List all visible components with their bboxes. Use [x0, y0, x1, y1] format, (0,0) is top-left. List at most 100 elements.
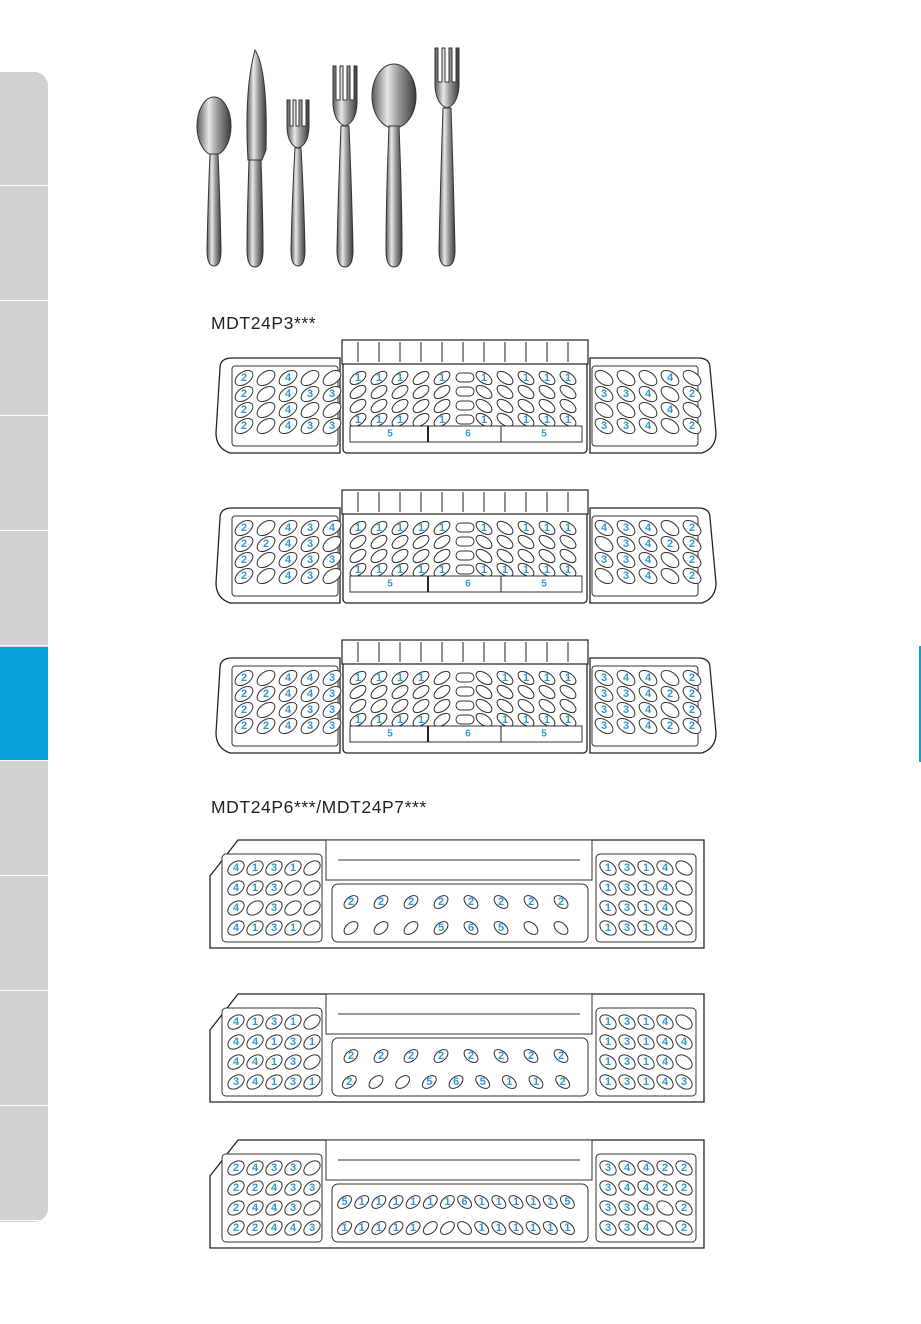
basket-slot [675, 1180, 693, 1196]
slot-number: 4 [252, 1036, 259, 1048]
basket-slot [675, 1160, 693, 1176]
slot-number: 3 [309, 1222, 315, 1234]
basket-slot [300, 701, 320, 719]
slot-number: 2 [438, 896, 444, 908]
basket-slot [616, 669, 636, 687]
basket-slot [234, 551, 254, 569]
basket-slot [538, 520, 556, 536]
slot-number: 1 [605, 902, 611, 914]
chapter-tab[interactable] [0, 992, 48, 1106]
basket-slot [496, 534, 514, 550]
basket-slot [370, 712, 388, 728]
basket-slot [349, 548, 367, 564]
basket-slot [303, 900, 321, 916]
basket-slot [391, 412, 409, 428]
slot-number: 1 [376, 414, 382, 426]
basket-slot [475, 712, 493, 728]
chapter-tab[interactable] [0, 302, 48, 416]
basket-slot [421, 1075, 437, 1089]
chapter-tab[interactable] [0, 1107, 48, 1221]
chapter-tab[interactable] [0, 877, 48, 991]
basket-slot [675, 1054, 693, 1070]
slot-number: 3 [329, 672, 335, 684]
basket-slot [618, 900, 636, 916]
basket-slot [412, 398, 430, 414]
slot-number: 3 [624, 1016, 630, 1028]
basket-slot [517, 398, 535, 414]
basket-slot [246, 1014, 264, 1030]
left-panel [221, 1007, 323, 1097]
chapter-tab[interactable] [0, 72, 48, 186]
basket-slot [682, 669, 702, 687]
basket-slot [246, 1180, 264, 1196]
slot-number: 2 [528, 1050, 534, 1062]
compartment-number: 5 [387, 429, 393, 440]
slot-number: 1 [523, 522, 529, 534]
slot-number: 4 [252, 1056, 259, 1068]
basket-slot [618, 1054, 636, 1070]
chapter-tab[interactable] [0, 532, 48, 646]
slot-number: 1 [643, 1056, 649, 1068]
basket-slot [322, 701, 342, 719]
basket-slot [682, 369, 702, 387]
basket-slot [322, 669, 342, 687]
basket-slot [391, 684, 409, 700]
slot-number: 5 [498, 922, 504, 934]
slot-number: 1 [479, 1196, 485, 1208]
basket-slot [391, 520, 409, 536]
slot-number: 1 [290, 922, 296, 934]
basket-slot [370, 520, 388, 536]
slot-number: 3 [307, 420, 313, 432]
basket-slot [599, 900, 617, 916]
center-divider-slot [455, 700, 475, 711]
slot-number: 3 [601, 388, 607, 400]
chapter-tab[interactable] [0, 647, 48, 761]
chapter-tab[interactable] [0, 187, 48, 301]
chapter-tab[interactable] [0, 417, 48, 531]
basket-slot [656, 1074, 674, 1090]
slot-number: 1 [271, 1056, 277, 1068]
basket-slot [618, 860, 636, 876]
basket-slot [538, 384, 556, 400]
basket-slot [637, 900, 655, 916]
basket-slot [493, 895, 509, 909]
basket-slot [303, 880, 321, 896]
slot-number: 3 [271, 922, 277, 934]
basket-slot [373, 895, 389, 909]
basket-slot [256, 385, 276, 403]
basket-slot [246, 900, 264, 916]
slot-number: 3 [624, 922, 630, 934]
slot-number: 1 [565, 372, 571, 384]
slot-number: 3 [601, 672, 607, 684]
basket-slot [637, 1180, 655, 1196]
basket-slot [256, 701, 276, 719]
slot-number: 1 [376, 1222, 382, 1234]
slot-number: 3 [623, 570, 629, 582]
basket-slot [343, 921, 359, 935]
basket-slot [370, 684, 388, 700]
basket-slot [256, 417, 276, 435]
slot-number: 1 [544, 714, 550, 726]
basket-slot [538, 548, 556, 564]
slot-number: 2 [241, 388, 247, 400]
basket-slot [638, 701, 658, 719]
slot-number: 1 [397, 564, 403, 576]
slot-number: 1 [444, 1196, 450, 1208]
basket-slot [234, 717, 254, 735]
basket-slot [227, 1014, 245, 1030]
chapter-tabs [0, 72, 48, 1222]
basket-slot [496, 684, 514, 700]
slot-number: 4 [233, 882, 240, 894]
basket-slot [433, 520, 451, 536]
basket-slot [638, 519, 658, 537]
slot-number: 1 [410, 1196, 416, 1208]
slot-number: 3 [307, 570, 313, 582]
basket-slot [300, 369, 320, 387]
basket-slot [370, 370, 388, 386]
slot-number: 3 [605, 1162, 611, 1174]
slot-number: 3 [624, 1056, 630, 1068]
basket-slot [265, 1200, 283, 1216]
slot-number: 3 [271, 862, 277, 874]
basket-slot [675, 1074, 693, 1090]
chapter-tab[interactable] [0, 762, 48, 876]
